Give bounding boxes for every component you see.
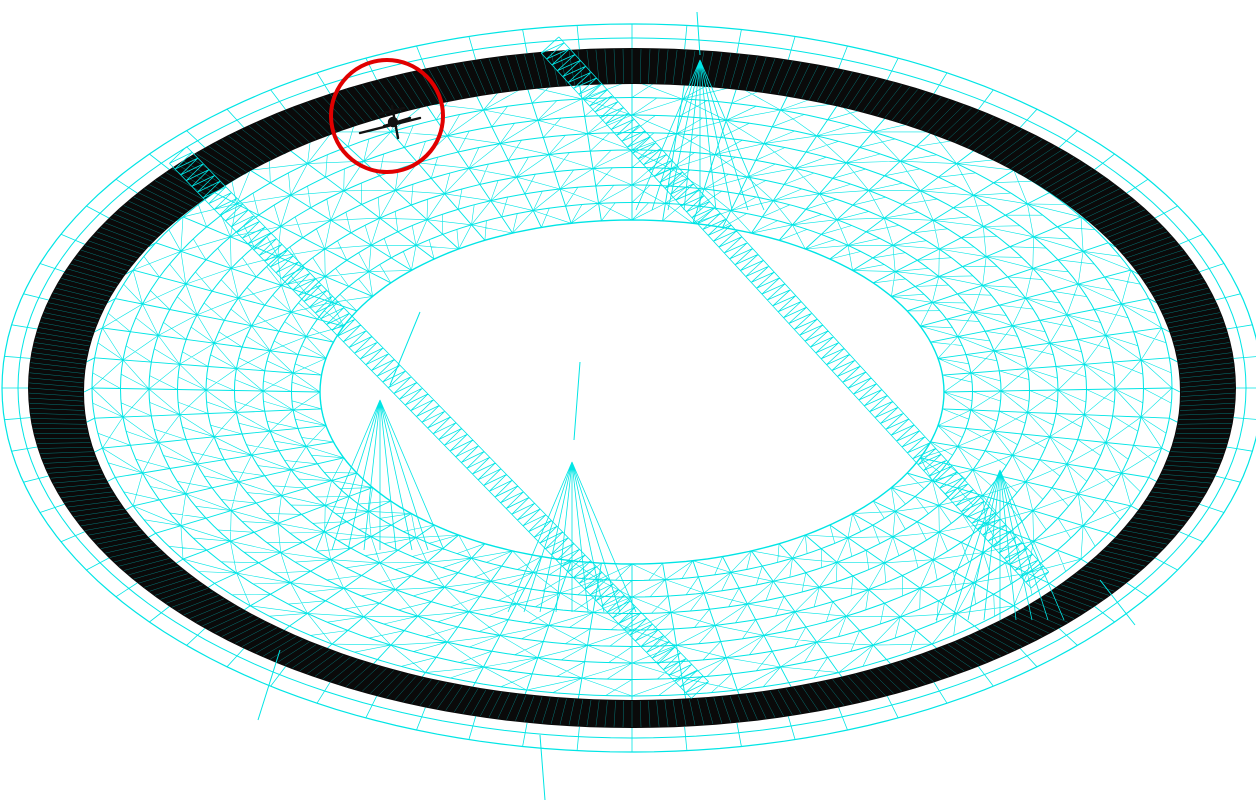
detail-marker-icon: [358, 104, 422, 140]
roof-wireframe: [83, 79, 1181, 700]
highlight-circle[interactable]: [329, 58, 445, 174]
compression-ring-hatch: [28, 48, 1236, 728]
radial-frames: [83, 80, 1181, 700]
mast-2: [507, 461, 637, 613]
main-cross-trusses: [169, 36, 1050, 699]
mast-1: [315, 399, 445, 551]
support-struts: [257, 11, 1136, 801]
outer-edge-line: [1, 23, 1256, 753]
mast-cable-supports: [257, 11, 1136, 801]
main-truss-west: [169, 146, 709, 699]
outer-ring-ticks: [2, 24, 1256, 752]
main-truss-east: [540, 36, 1050, 589]
mast-3: [635, 59, 765, 211]
mast-4: [935, 469, 1065, 621]
outer-compression-ring: [1, 23, 1256, 753]
